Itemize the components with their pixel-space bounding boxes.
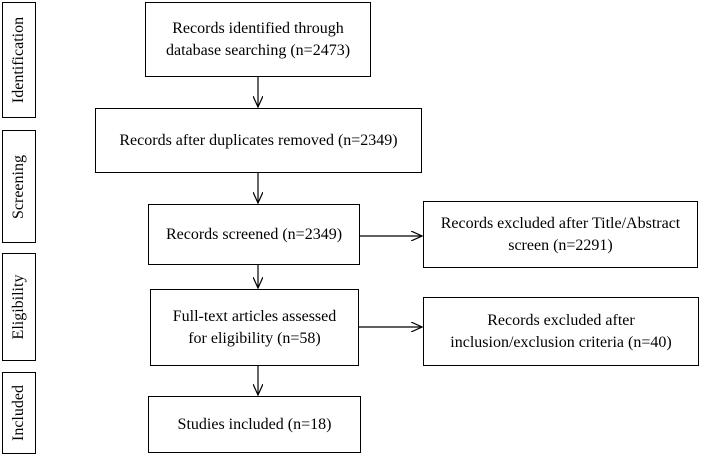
- stage-screening: Screening: [2, 130, 36, 243]
- records-screened-box: Records screened (n=2349): [148, 204, 360, 265]
- duplicates-removed-box: Records after duplicates removed (n=2349…: [95, 108, 422, 173]
- excluded-title-abstract-box: Records excluded after Title/Abstract sc…: [423, 201, 698, 268]
- studies-included-text: Studies included (n=18): [177, 415, 332, 433]
- stage-eligibility-label: Eligibility: [10, 274, 27, 340]
- stage-included: Included: [2, 372, 36, 454]
- excluded-criteria-line1: Records excluded after: [487, 311, 635, 329]
- fulltext-assessed-line1: Full-text articles assessed: [172, 307, 337, 325]
- excluded-title-abstract-line2: screen (n=2291): [508, 236, 613, 254]
- stage-eligibility: Eligibility: [2, 253, 36, 361]
- stage-identification-label: Identification: [10, 16, 27, 104]
- duplicates-removed-text: Records after duplicates removed (n=2349…: [119, 131, 398, 149]
- fulltext-assessed-line2: for eligibility (n=58): [188, 329, 321, 347]
- records-screened-text: Records screened (n=2349): [165, 225, 343, 243]
- stage-identification: Identification: [2, 2, 36, 118]
- records-identified-line1: Records identified through: [172, 19, 344, 37]
- excluded-criteria-line2: inclusion/exclusion criteria (n=40): [450, 333, 672, 351]
- studies-included-box: Studies included (n=18): [148, 396, 361, 453]
- stage-included-label: Included: [10, 385, 27, 441]
- stage-screening-label: Screening: [10, 154, 27, 219]
- excluded-criteria-box: Records excluded after inclusion/exclusi…: [423, 297, 699, 366]
- fulltext-assessed-box: Full-text articles assessed for eligibil…: [150, 289, 359, 366]
- excluded-title-abstract-line1: Records excluded after Title/Abstract: [440, 214, 681, 232]
- records-identified-box: Records identified through database sear…: [145, 2, 371, 77]
- records-identified-line2: database searching (n=2473): [165, 41, 351, 59]
